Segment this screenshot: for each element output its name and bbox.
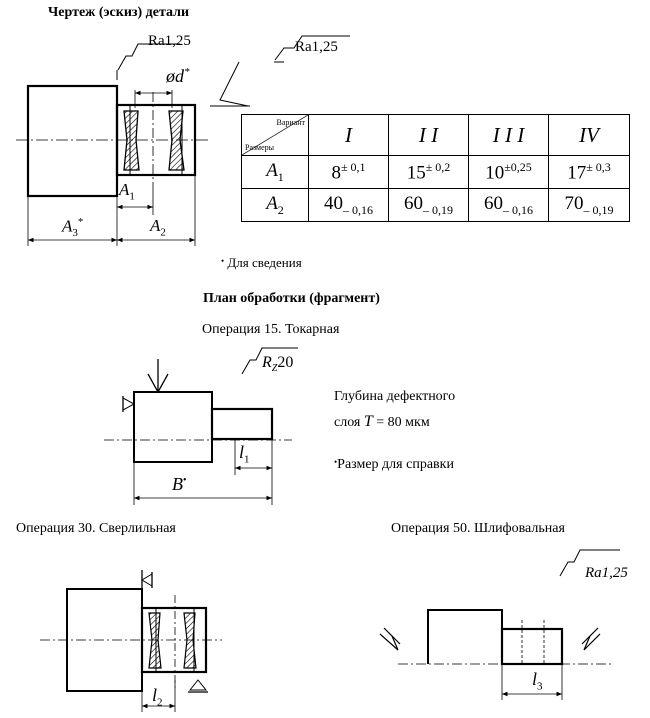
table-row: A1 8± 0,1 15± 0,2 10±0,25 17± 0,3 xyxy=(241,155,630,189)
depth-note-line1: Глубина дефектного xyxy=(334,389,456,404)
table-corner: Вариант Размеры xyxy=(241,114,309,156)
table-cell: 60– 0,19 xyxy=(388,188,469,222)
op30-title: Операция 30. Сверлильная xyxy=(16,521,176,536)
row-label: A2 xyxy=(241,188,309,222)
variant-header: IV xyxy=(548,114,630,156)
hole-section-left xyxy=(123,110,140,171)
op15-roughness: RZ20 xyxy=(262,354,294,375)
op50-title: Операция 50. Шлифовальная xyxy=(391,521,565,536)
op15-dim-l1: l1 xyxy=(239,442,250,466)
table-cell: 60– 0,16 xyxy=(468,188,549,222)
roughness-label-left: Ra1,25 xyxy=(148,33,191,49)
roughness-label-right: Ra1,25 xyxy=(295,39,338,55)
drawing-title: Чертеж (эскиз) детали xyxy=(48,5,190,20)
table-row: A2 40– 0,16 60– 0,19 60– 0,16 70– 0,19 xyxy=(241,188,630,222)
table-cell: 17± 0,3 xyxy=(548,155,630,189)
op15-title: Операция 15. Токарная xyxy=(202,322,340,337)
plan-title: План обработки (фрагмент) xyxy=(203,291,380,306)
dim-a3-label: A3* xyxy=(62,216,84,240)
dim-a2-label: A2 xyxy=(150,216,166,239)
depth-note-line2: слоя T = 80 мкм xyxy=(334,413,430,430)
reference-footnote: • Для сведения xyxy=(221,255,302,270)
table-cell: 70– 0,19 xyxy=(548,188,630,222)
variant-table: Вариант Размеры I I I I I I IV A1 8± 0,1… xyxy=(241,114,630,222)
op15-sketch xyxy=(104,347,298,505)
op50-sketch xyxy=(379,549,620,700)
op30-sketch xyxy=(40,570,222,712)
op50-dim-l3: l3 xyxy=(532,669,543,693)
op15-dim-b: B• xyxy=(172,474,187,494)
op30-dim-l2: l2 xyxy=(152,685,163,709)
op50-roughness: Ra1,25 xyxy=(585,565,628,581)
diameter-label: ød* xyxy=(166,66,190,86)
ref-size-note: •Размер для справки xyxy=(334,457,454,472)
dim-a1-label: A1 xyxy=(119,180,135,203)
table-cell: 15± 0,2 xyxy=(388,155,469,189)
table-cell: 8± 0,1 xyxy=(308,155,389,189)
table-cell: 40– 0,16 xyxy=(308,188,389,222)
row-label: A1 xyxy=(241,155,309,189)
part-sketch xyxy=(16,35,350,246)
